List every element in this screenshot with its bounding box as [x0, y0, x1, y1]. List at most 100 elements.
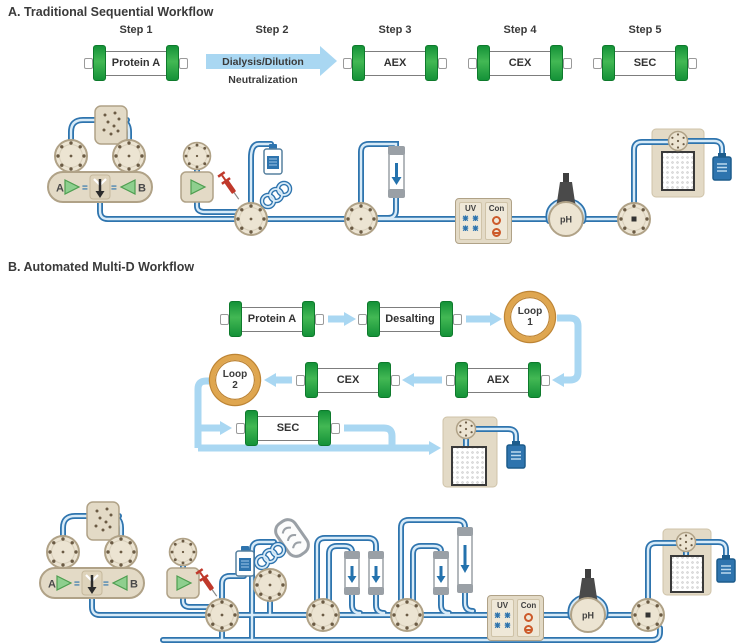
column-fitting — [446, 374, 455, 386]
column-cap — [602, 45, 615, 81]
column-cap — [93, 45, 106, 81]
valve-a-buffer-left — [54, 139, 88, 173]
mixer-b — [86, 501, 120, 541]
column-fitting — [541, 374, 550, 386]
column-fitting — [391, 374, 400, 386]
uv-asterisk-icon — [493, 621, 502, 630]
down-arrow-icon — [391, 177, 402, 185]
column-fitting — [236, 422, 245, 434]
pump-b-label: B — [138, 183, 146, 195]
column-label: AEX — [468, 367, 528, 393]
column-fitting — [358, 313, 367, 325]
injection-valve-b — [205, 598, 239, 632]
column-label: SEC — [258, 415, 318, 441]
workflow-connectors-b — [194, 312, 582, 455]
con-ring-icon — [524, 613, 533, 622]
column-cap — [245, 410, 258, 446]
column-cap — [440, 301, 453, 337]
sample-pump-a — [180, 171, 214, 203]
column-cap — [229, 301, 242, 337]
sample-loop-coil-b — [253, 541, 287, 571]
system-pump-a: A = = B — [47, 171, 153, 203]
con-ring-dash-icon — [524, 625, 533, 634]
column-cap — [455, 362, 468, 398]
svg-text:=: = — [74, 579, 80, 590]
collector-valve-b2 — [675, 531, 697, 553]
uv-label: UV — [496, 601, 509, 610]
column-b-cex: CEX — [296, 362, 400, 398]
uv-asterisk-icon — [503, 621, 512, 630]
valve-b-sample — [170, 539, 197, 566]
valve-a-sample — [184, 143, 211, 170]
uv-detector-a: UV — [459, 202, 482, 240]
step-4-label: Step 4 — [503, 24, 537, 36]
column-label: CEX — [318, 367, 378, 393]
column-a-protein-a: Protein A — [84, 45, 188, 81]
column-cap — [528, 362, 541, 398]
loop-2: Loop 2 — [210, 355, 260, 405]
loop-1: Loop 1 — [505, 292, 555, 342]
pump-b-triangle-icon — [111, 575, 128, 591]
column-label: AEX — [365, 50, 425, 76]
outlet-valve-a — [617, 202, 651, 236]
neutralization-label: Neutralization — [228, 74, 298, 86]
column-fitting — [563, 57, 572, 69]
column-fitting — [593, 57, 602, 69]
flow-column-b2 — [366, 549, 386, 597]
well-plate-b2 — [670, 555, 704, 593]
sample-pump-b — [166, 567, 200, 599]
valve-b-buffer-right — [104, 535, 138, 569]
dialysis-arrow: Dialysis/Dilution — [206, 46, 337, 76]
uv-label: UV — [464, 204, 477, 213]
column-fitting — [343, 57, 352, 69]
waste-bottle-b1 — [506, 440, 526, 469]
down-arrow-icon — [87, 587, 97, 594]
column-cap — [425, 45, 438, 81]
mixer-a — [94, 105, 128, 145]
column-fitting — [220, 313, 229, 325]
column-b-sec: SEC — [236, 410, 340, 446]
sample-loop-coil-a — [259, 180, 293, 210]
section-a-title: A. Traditional Sequential Workflow — [8, 5, 214, 19]
flow-column-b3 — [431, 549, 451, 597]
svg-text:=: = — [111, 183, 117, 194]
valve-a-buffer-right — [112, 139, 146, 173]
system-pump-b: A = = B — [39, 567, 145, 599]
column-cap — [378, 362, 391, 398]
flow-column-b4 — [455, 525, 475, 595]
column-label: Desalting — [380, 306, 440, 332]
con-ring-icon — [492, 216, 501, 225]
pump-b-label: B — [130, 579, 138, 591]
conductivity-detector-b: Con — [517, 599, 540, 637]
column-fitting — [315, 313, 324, 325]
syringe-icon-a — [215, 169, 244, 203]
waste-bottle-a — [712, 152, 732, 181]
ph-label: pH — [560, 215, 572, 225]
column-cap — [367, 301, 380, 337]
column-cap — [305, 362, 318, 398]
svg-text:=: = — [103, 579, 109, 590]
valve-b-buffer-left — [46, 535, 80, 569]
con-label: Con — [520, 601, 537, 610]
pump-a-triangle-icon — [56, 575, 73, 591]
column-cap — [352, 45, 365, 81]
pump-b-triangle-icon — [119, 179, 136, 195]
column-label: CEX — [490, 50, 550, 76]
buffer-bottle-b — [235, 545, 255, 577]
column-b-protein-a: Protein A — [220, 301, 324, 337]
ph-monitor-a: pH — [548, 173, 583, 236]
outlet-valve-b — [631, 598, 665, 632]
column-a-aex: AEX — [343, 45, 447, 81]
buffer-bottle-a — [263, 143, 283, 175]
column-fitting — [468, 57, 477, 69]
step-1-label: Step 1 — [119, 24, 153, 36]
column-label: SEC — [615, 50, 675, 76]
column-fitting — [438, 57, 447, 69]
ph-monitor-b: pH — [570, 569, 605, 632]
svg-text:=: = — [82, 183, 88, 194]
pump-a-triangle-icon — [64, 179, 81, 195]
step-3-label: Step 3 — [378, 24, 412, 36]
detector-block-a: UV Con — [455, 198, 512, 244]
